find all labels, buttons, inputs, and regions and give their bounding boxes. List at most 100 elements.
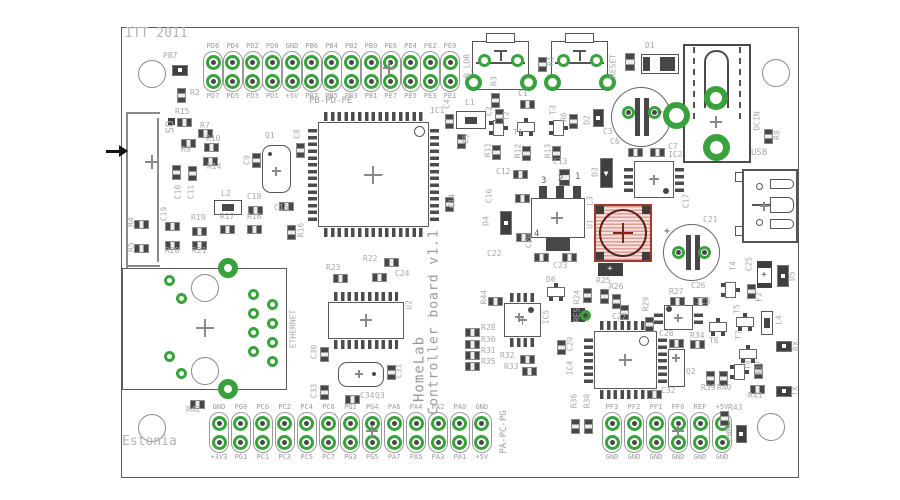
- cross-marker: [358, 370, 360, 378]
- cross-marker: [556, 212, 558, 224]
- cross-marker: [371, 425, 373, 437]
- ic-pins: [600, 390, 651, 399]
- mount-hole: [762, 59, 790, 87]
- pin-label: PE4: [404, 42, 417, 50]
- silk-label-c33: C33: [309, 383, 319, 399]
- part-transistor-lead: [746, 345, 750, 349]
- silk-label-c17: C17: [681, 193, 691, 209]
- ic-pins: [675, 167, 684, 192]
- ic-pins: [324, 228, 423, 237]
- pad-hole: [435, 420, 441, 426]
- part-led-mark: [178, 68, 182, 72]
- silk-label-r14: R14: [207, 162, 222, 171]
- silk-label-r4: R4: [126, 217, 136, 227]
- pad-ring: [247, 307, 259, 319]
- pad-hole: [348, 78, 354, 84]
- electrolytic-c6-bar: [635, 98, 640, 136]
- silk-label-c15: C15: [274, 203, 289, 212]
- ic-pins: [600, 321, 651, 330]
- part-chip: [515, 232, 531, 242]
- pad-hole: [609, 420, 615, 426]
- part-chip: [611, 293, 621, 309]
- silk-label-c9: C9: [242, 155, 252, 165]
- silk-label-l1: L1: [465, 98, 475, 107]
- silk-label-r30: R30: [481, 335, 496, 344]
- pin-label: GND: [693, 453, 707, 461]
- inductor-l3-pad: [596, 252, 604, 260]
- silk-label-r27: R27: [669, 287, 684, 296]
- pad-hole: [479, 420, 485, 426]
- pad-hole: [388, 59, 394, 65]
- silk-label-c13: C13: [553, 157, 568, 166]
- silk-label-d2: D2: [582, 115, 592, 125]
- pin-label: PF2: [627, 403, 641, 411]
- pin-label: GND: [475, 403, 489, 411]
- pad-hole: [653, 439, 659, 445]
- pin-label: PD6: [206, 42, 220, 50]
- pin-label: PB5: [325, 92, 338, 100]
- dcin-dash: [739, 47, 741, 119]
- part-led-mark: [504, 221, 508, 225]
- part-transistor: [733, 364, 745, 380]
- silk-label-r8: R8: [772, 130, 782, 140]
- ic-pins: [694, 311, 703, 324]
- pad-hole: [391, 439, 397, 445]
- silk-label-ic5: IC5: [541, 309, 551, 325]
- pad-ring: [247, 326, 259, 338]
- silk-label-d6: D6: [546, 275, 556, 284]
- part-chip: [753, 363, 763, 379]
- silk-label-r41: R41: [748, 391, 763, 400]
- pin-label: GND: [627, 453, 641, 461]
- cross-marker: [763, 201, 765, 211]
- cross-marker: [653, 174, 655, 184]
- pin-label: PC3: [278, 453, 292, 461]
- pad-hole: [289, 78, 295, 84]
- silk-label-c5: C5: [461, 134, 471, 144]
- part-led-mark: [781, 274, 785, 278]
- pad-ring: [266, 298, 278, 310]
- silk-label-r15: R15: [175, 107, 190, 116]
- pad-hole: [719, 439, 725, 445]
- silk-label-d5: D5: [787, 271, 797, 281]
- bldr-button-stem: [500, 50, 502, 61]
- pad-hole: [326, 420, 331, 426]
- silk-label-r37: R37: [754, 360, 764, 376]
- pad-hole: [427, 78, 433, 84]
- pad-hole: [282, 420, 288, 426]
- mount-hole: [138, 414, 166, 442]
- silk-label-d4: D4: [481, 216, 491, 226]
- silk-label-rx: RX: [791, 341, 801, 351]
- silk-label-r23: R23: [326, 263, 341, 272]
- electrolytic-c6-bar: [644, 98, 649, 136]
- silk-label-res: RES: [572, 307, 582, 323]
- part-transistor-lead: [729, 375, 734, 379]
- part-transistor-lead: [519, 132, 523, 136]
- ic-pins: [510, 293, 535, 302]
- part-chip: [464, 339, 480, 349]
- pad-ring: [543, 73, 561, 91]
- silk-label-r39: R39: [701, 383, 716, 392]
- reset-button-line: [555, 62, 604, 64]
- part-led-mark: [782, 344, 786, 348]
- sd-connector: [126, 112, 160, 114]
- pad-ring: [247, 288, 259, 300]
- silk-label-r44: R44: [479, 289, 489, 305]
- pad-hole: [582, 312, 588, 318]
- cross-marker: [204, 319, 206, 337]
- part-inductor-core: [465, 116, 477, 124]
- silk-label-c11: C11: [186, 184, 196, 200]
- pad-hole: [289, 59, 295, 65]
- part-transistor-lead: [729, 365, 734, 369]
- pin-label: PE0: [443, 42, 457, 50]
- pin-label: PA4: [409, 403, 423, 411]
- cross-marker: [365, 314, 367, 326]
- part-chip: [246, 224, 262, 234]
- part-transistor-lead: [529, 132, 533, 136]
- part-chip: [689, 339, 705, 349]
- silk-label-c19: C19: [159, 206, 169, 222]
- part-transistor-lead: [503, 126, 508, 130]
- part-chip: [551, 145, 561, 161]
- part-chip: [619, 304, 629, 320]
- part-chip: [202, 156, 218, 166]
- part-transistor-lead: [721, 332, 725, 336]
